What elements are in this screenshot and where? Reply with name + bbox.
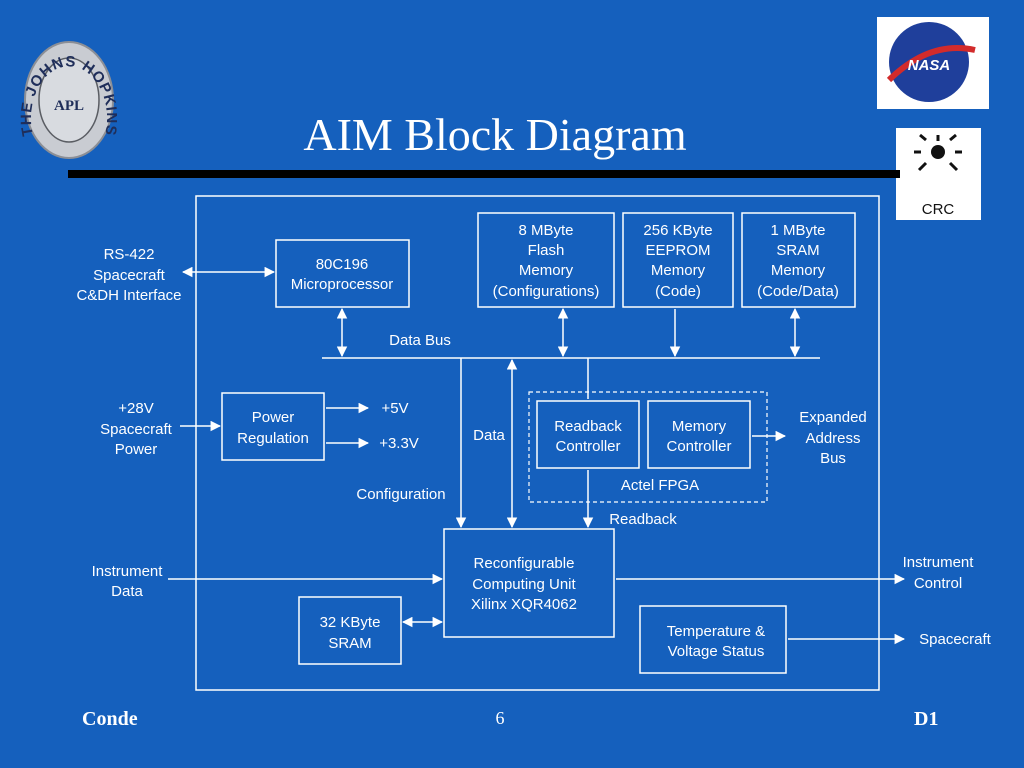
microprocessor-box xyxy=(275,239,410,308)
footer-code: D1 xyxy=(914,708,939,730)
sram-32kb-box xyxy=(298,596,402,665)
memory-controller-box xyxy=(647,400,751,469)
flash-memory-box xyxy=(477,212,615,308)
sram1-line-1: 1 MByte xyxy=(770,222,825,239)
sram32-line-1: 32 KByte xyxy=(320,614,381,631)
slide-title: AIM Block Diagram xyxy=(303,109,687,160)
spacecraft-label: Spacecraft xyxy=(919,631,992,648)
instrument-control-line-1: Instrument xyxy=(903,554,975,571)
sram1-line-4: (Code/Data) xyxy=(757,283,839,300)
temp-line-1: Temperature & xyxy=(667,623,765,640)
crc-logo: CRC xyxy=(896,128,981,220)
data-bus-label: Data Bus xyxy=(389,332,451,349)
nasa-logo: NASA xyxy=(877,17,989,109)
configuration-label: Configuration xyxy=(356,486,445,503)
readback-label: Readback xyxy=(609,511,677,528)
eeprom-line-2: EEPROM xyxy=(645,242,710,259)
eeprom-memory-box xyxy=(622,212,734,308)
rcu-line-1: Reconfigurable xyxy=(474,555,575,572)
eeprom-line-3: Memory xyxy=(651,262,706,279)
nasa-text: NASA xyxy=(908,57,951,74)
footer-author: Conde xyxy=(82,708,138,730)
rcu-line-3: Xilinx XQR4062 xyxy=(471,596,577,613)
jhu-monogram: APL xyxy=(54,98,84,114)
readback-ctrl-line-2: Controller xyxy=(555,438,620,455)
microprocessor-line-1: 80C196 xyxy=(316,256,369,273)
power-regulation-box xyxy=(221,392,325,461)
power-in-line-3: Power xyxy=(115,441,158,458)
flash-line-3: Memory xyxy=(519,262,574,279)
rs422-line-3: C&DH Interface xyxy=(76,287,181,304)
sram32-line-2: SRAM xyxy=(328,635,371,652)
title-rule xyxy=(68,170,900,178)
sram1-line-3: Memory xyxy=(771,262,826,279)
sram-1mb-box xyxy=(741,212,856,308)
expanded-line-3: Bus xyxy=(820,450,846,467)
plus-3v3-label: +3.3V xyxy=(379,435,419,452)
readback-ctrl-line-1: Readback xyxy=(554,418,622,435)
expanded-line-1: Expanded xyxy=(799,409,867,426)
data-label: Data xyxy=(473,427,505,444)
flash-line-1: 8 MByte xyxy=(518,222,573,239)
expanded-line-2: Address xyxy=(805,430,860,447)
sram1-line-2: SRAM xyxy=(776,242,819,259)
memory-ctrl-line-1: Memory xyxy=(672,418,727,435)
diagram-frame xyxy=(195,195,880,691)
temp-line-2: Voltage Status xyxy=(668,643,765,660)
eeprom-line-4: (Code) xyxy=(655,283,701,300)
readback-controller-box xyxy=(536,400,640,469)
crc-text: CRC xyxy=(922,201,955,218)
rcu-box xyxy=(443,528,615,638)
flash-line-2: Flash xyxy=(528,242,565,259)
fpga-boundary xyxy=(528,391,768,503)
rcu-line-2: Computing Unit xyxy=(472,576,576,593)
power-line-1: Power xyxy=(252,409,295,426)
memory-ctrl-line-2: Controller xyxy=(666,438,731,455)
connectors xyxy=(168,266,906,645)
microprocessor-line-2: Microprocessor xyxy=(291,276,394,293)
plus-5v-label: +5V xyxy=(381,400,408,417)
instrument-data-line-2: Data xyxy=(111,583,143,600)
eeprom-line-1: 256 KByte xyxy=(643,222,712,239)
page-number: 6 xyxy=(495,708,505,728)
power-line-2: Regulation xyxy=(237,430,309,447)
instrument-data-line-1: Instrument xyxy=(92,563,164,580)
power-in-line-1: +28V xyxy=(118,400,153,417)
rs422-line-2: Spacecraft xyxy=(93,267,166,284)
temperature-status-box xyxy=(639,605,787,674)
flash-line-4: (Configurations) xyxy=(493,283,600,300)
actel-fpga-label: Actel FPGA xyxy=(621,477,699,494)
instrument-control-line-2: Control xyxy=(914,575,962,592)
rs422-line-1: RS-422 xyxy=(104,246,155,263)
power-in-line-2: Spacecraft xyxy=(100,421,173,438)
